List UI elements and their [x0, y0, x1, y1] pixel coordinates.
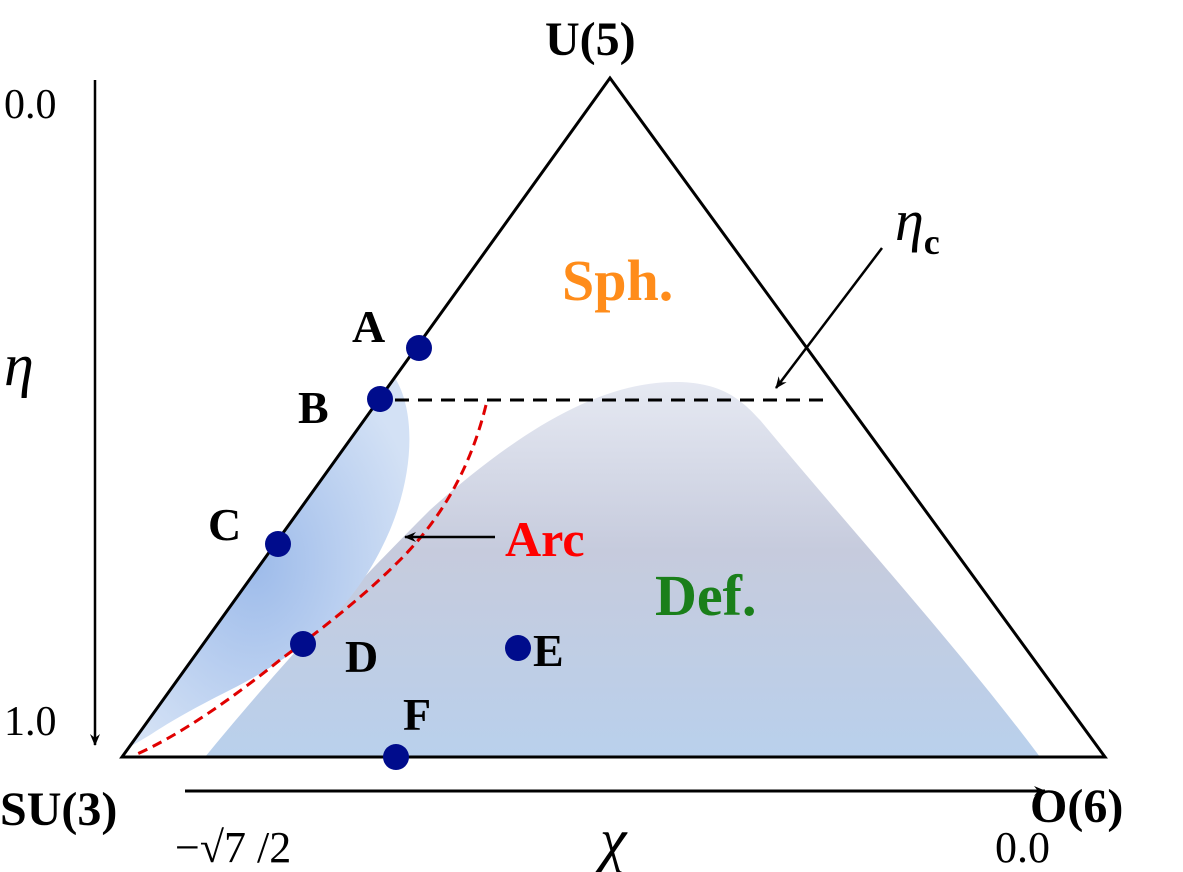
point-a-label: A — [352, 301, 385, 352]
point-e-label: E — [533, 625, 564, 676]
point-d — [290, 631, 316, 657]
chi-right-tick: 0.0 — [995, 823, 1050, 872]
chi-left-tick: −√7 /2 — [175, 823, 291, 872]
point-a — [406, 335, 432, 361]
point-f-label: F — [403, 689, 431, 740]
deformed-label: Def. — [655, 563, 756, 628]
critical-arrow — [775, 247, 883, 389]
arc-region — [128, 378, 410, 748]
point-f — [383, 744, 409, 770]
point-b — [367, 386, 393, 412]
arc-label: Arc — [505, 511, 585, 567]
spherical-label: Sph. — [562, 248, 673, 313]
eta-top-tick: 0.0 — [4, 82, 57, 128]
arc-line — [134, 404, 488, 757]
vertex-su3: SU(3) — [0, 783, 117, 836]
eta-bottom-tick: 1.0 — [4, 699, 57, 745]
triangle-outline — [119, 75, 1108, 759]
vertex-o6: O(6) — [1030, 780, 1123, 833]
eta-axis-label: η — [4, 332, 34, 398]
critical-eta-label: ηc — [895, 188, 940, 262]
point-c-label: C — [208, 499, 241, 550]
vertex-u5: U(5) — [545, 13, 636, 66]
chi-axis-label: χ — [595, 807, 628, 872]
point-b-label: B — [298, 382, 329, 433]
point-e — [505, 635, 531, 661]
point-c — [265, 531, 291, 557]
deformed-region — [205, 382, 1040, 757]
point-d-label: D — [345, 631, 378, 682]
